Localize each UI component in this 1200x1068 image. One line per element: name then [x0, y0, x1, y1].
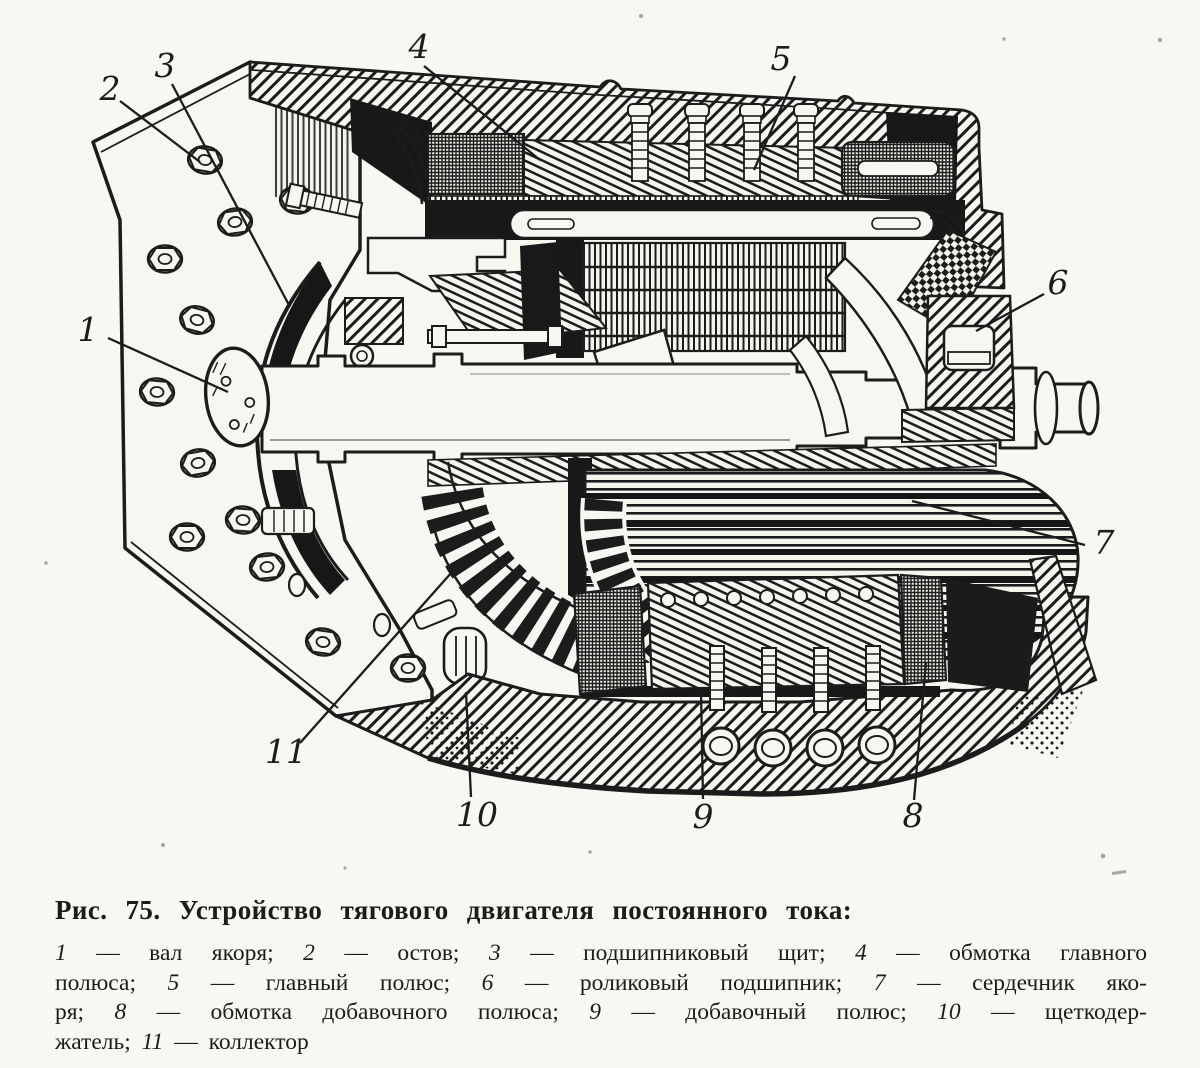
- leader-lines: [107, 65, 1086, 801]
- pole-mount-bolts: [701, 645, 897, 768]
- callout-4: 4: [408, 27, 430, 66]
- side-bolt: [223, 504, 316, 536]
- pole-bolts: [627, 103, 819, 182]
- shaft-end-face: [1078, 380, 1100, 436]
- legend-line: жатель; 11 — коллектор: [55, 1028, 309, 1055]
- main-pole-assembly: [426, 132, 956, 211]
- frame-leg: [1028, 554, 1098, 696]
- callout-6: 6: [1048, 263, 1069, 302]
- armature-shaft: [203, 346, 1100, 487]
- figure-title: Рис. 75. Устройство тягового двигателя п…: [55, 895, 853, 925]
- equalizer-rod: [425, 200, 966, 275]
- roller-bearing: [788, 228, 1016, 444]
- stud: [372, 612, 392, 638]
- add-pole-winding-left: [572, 584, 648, 696]
- callout-11: 11: [265, 732, 307, 771]
- callout-1: 1: [78, 310, 99, 349]
- figure-legend: 1 — вал якоря; 2 — остов; 3 — подшипнико…: [55, 939, 1147, 1057]
- callout-7: 7: [1094, 523, 1115, 562]
- add-pole-winding-right: [899, 573, 948, 686]
- callout-3: 3: [155, 46, 176, 85]
- bolt-head: [168, 522, 206, 552]
- callout-8: 8: [903, 796, 924, 835]
- callout-5: 5: [771, 39, 792, 78]
- shaft-collar: [1033, 370, 1059, 446]
- scan-specks: [44, 14, 1163, 875]
- bolt-head: [146, 244, 184, 274]
- legend-line: полюса; 5 — главный полюс; 6 — роликовый…: [55, 969, 1148, 996]
- callout-9: 9: [693, 797, 714, 836]
- stud: [287, 572, 307, 598]
- main-pole-winding-left: [426, 132, 526, 196]
- callout-10: 10: [456, 795, 498, 834]
- bolt-head: [389, 653, 427, 683]
- legend-line: ря; 8 — обмотка добавочного полюса; 9 — …: [55, 999, 1147, 1025]
- shaft-end-cap: [203, 346, 271, 448]
- callout-2: 2: [99, 69, 121, 108]
- legend-line: 1 — вал якоря; 2 — остов; 3 — подшипнико…: [55, 940, 1148, 966]
- spring-bolt: [284, 182, 364, 219]
- figure-caption: Рис. 75. Устройство тягового двигателя п…: [55, 894, 1147, 1057]
- additional-pole-assembly: [572, 573, 1038, 697]
